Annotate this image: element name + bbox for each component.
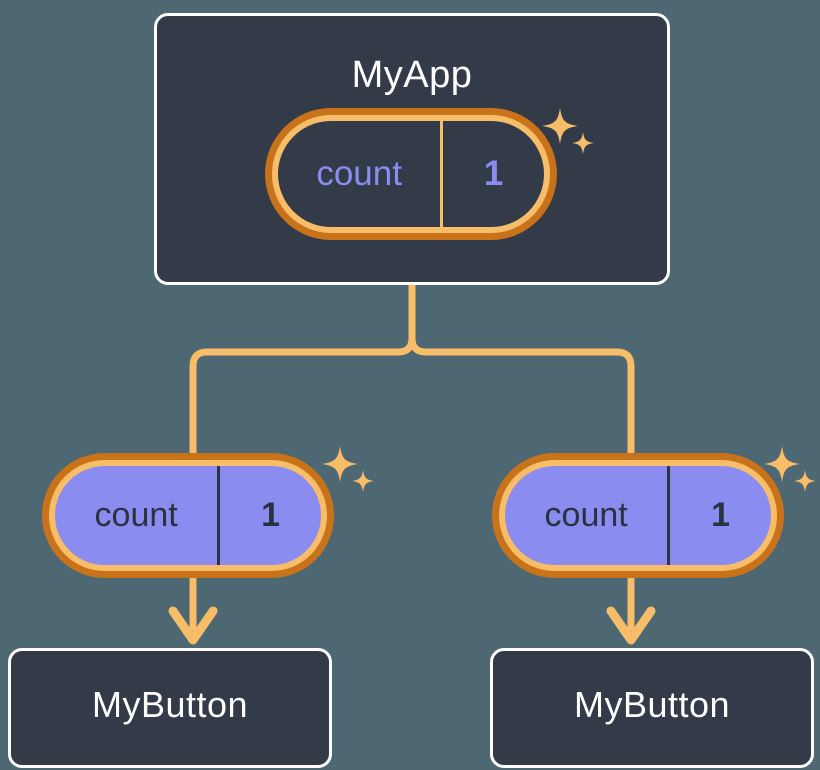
wire-root-to-left bbox=[189, 282, 416, 457]
state-value-cell-right: 1 bbox=[667, 466, 771, 565]
state-key-right: count bbox=[544, 496, 628, 534]
state-value-left: 1 bbox=[261, 496, 281, 534]
state-key-cell-root: count bbox=[278, 121, 440, 227]
state-value-right: 1 bbox=[711, 496, 731, 534]
state-capsule-root[interactable]: count 1 bbox=[265, 108, 557, 240]
state-value-root: 1 bbox=[483, 154, 504, 193]
component-label-mybutton-right: MyButton bbox=[573, 684, 731, 725]
component-card-mybutton-left[interactable]: MyButton bbox=[8, 648, 332, 768]
state-value-cell-root: 1 bbox=[440, 121, 544, 227]
arrow-head-right bbox=[606, 606, 656, 645]
state-capsule-branch-left[interactable]: count 1 bbox=[42, 453, 334, 578]
wire-root-to-right bbox=[408, 282, 635, 457]
arrow-head-left bbox=[168, 606, 218, 645]
component-card-mybutton-right[interactable]: MyButton bbox=[490, 648, 814, 768]
state-key-root: count bbox=[316, 154, 402, 193]
state-key-left: count bbox=[94, 496, 178, 534]
state-capsule-branch-right[interactable]: count 1 bbox=[492, 453, 784, 578]
component-label-myapp: MyApp bbox=[351, 54, 473, 96]
component-label-mybutton-left: MyButton bbox=[91, 684, 249, 725]
state-value-cell-left: 1 bbox=[217, 466, 321, 565]
state-key-cell-left: count bbox=[55, 466, 217, 565]
state-key-cell-right: count bbox=[505, 466, 667, 565]
